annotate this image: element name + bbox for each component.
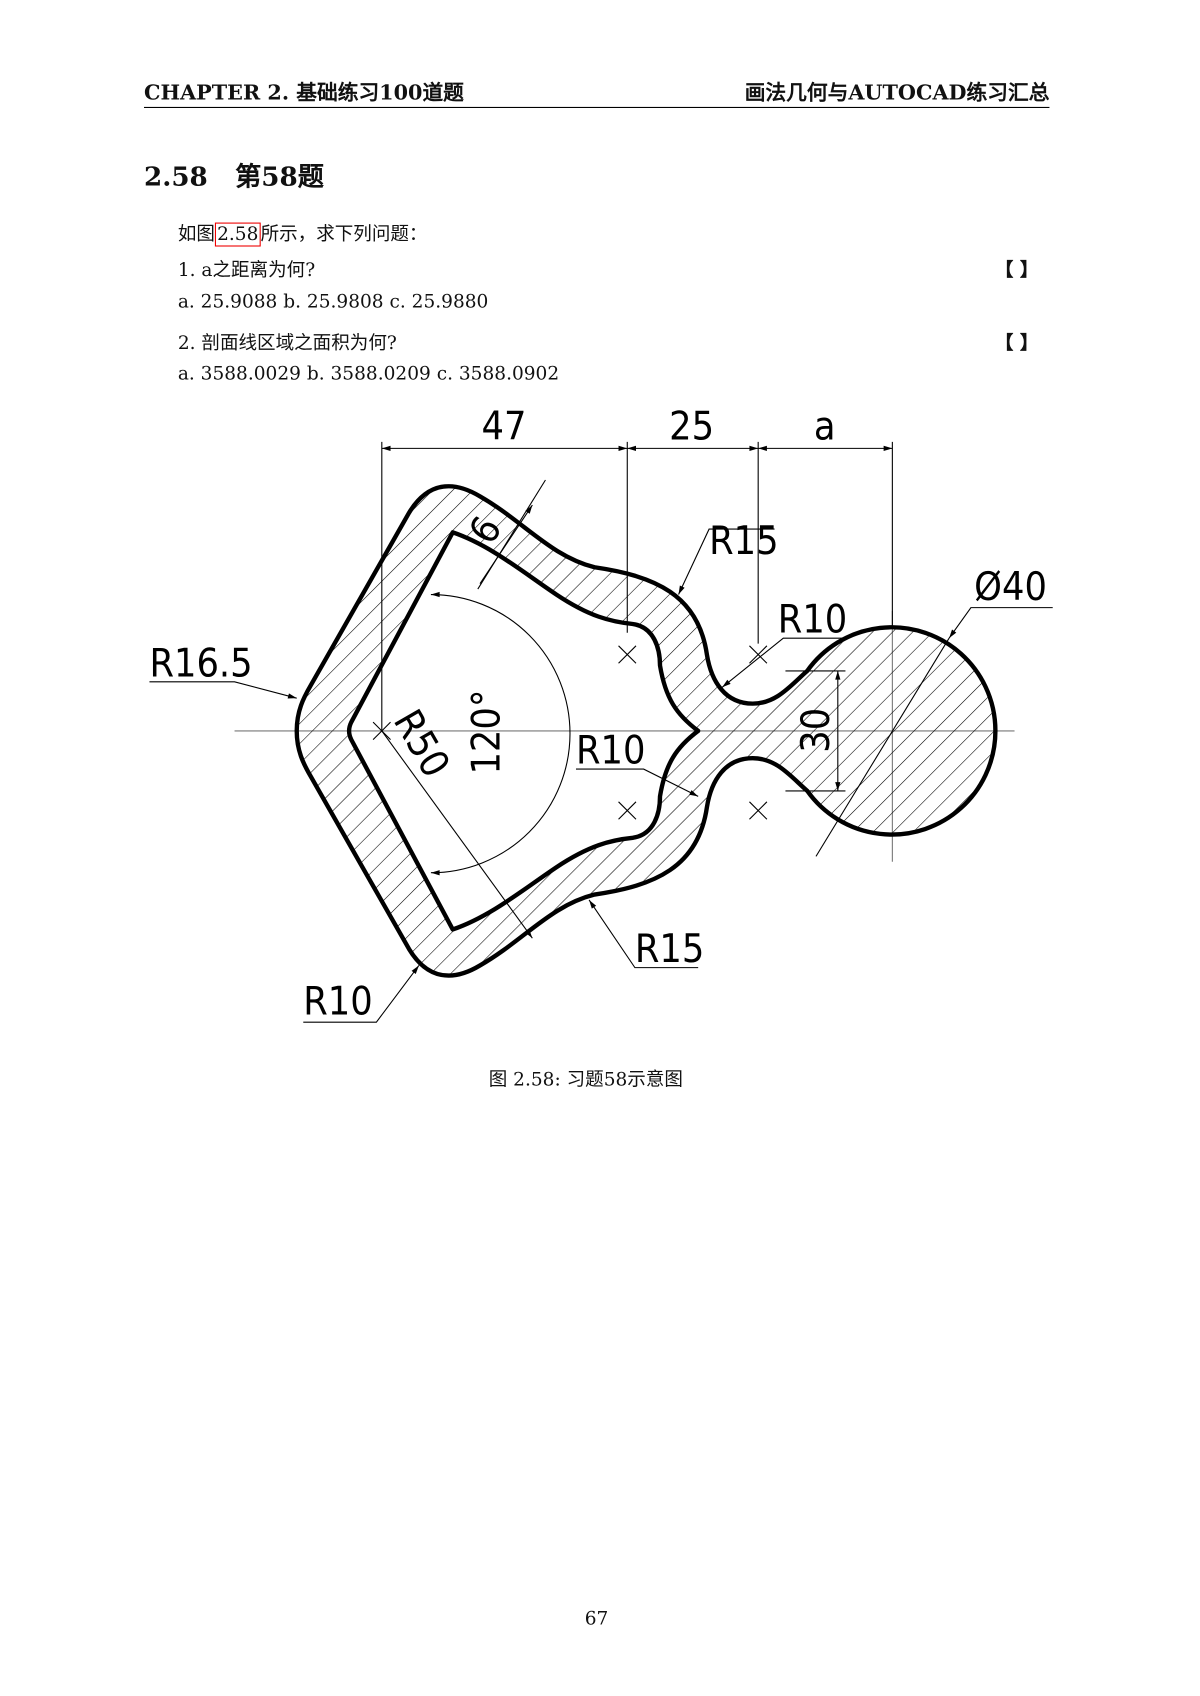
header-rule bbox=[143, 106, 1050, 108]
technical-drawing: 47 25 a R15 R10 Ø40 R16.5 R10 R15 R10 R5… bbox=[149, 405, 1053, 1025]
dim-r10-mid: R10 bbox=[576, 729, 645, 774]
dim-r15-bottom: R15 bbox=[635, 927, 704, 972]
answer-bracket-1: 【 】 bbox=[994, 259, 1039, 282]
page-number: 67 bbox=[584, 1607, 609, 1630]
question-1: 1. a之距离为何? bbox=[177, 259, 316, 282]
section-title: 第58题 bbox=[235, 160, 324, 192]
dim-angle-120: 120° bbox=[465, 689, 510, 774]
header-chapter: CHAPTER 2. 基础练习100道题 bbox=[143, 80, 464, 105]
hatched-section bbox=[294, 484, 998, 978]
answer-bracket-2: 【 】 bbox=[994, 332, 1039, 355]
dim-r10-bottom: R10 bbox=[303, 980, 372, 1025]
question-2-options: a. 3588.0029 b. 3588.0209 c. 3588.0902 bbox=[177, 363, 560, 386]
dim-r16-5: R16.5 bbox=[149, 641, 252, 686]
section-number: 2.58 bbox=[143, 160, 208, 192]
dim-r15-top: R15 bbox=[709, 519, 778, 564]
intro-after: 所示，求下列问题： bbox=[260, 223, 428, 246]
dim-47: 47 bbox=[482, 405, 527, 450]
section-heading: 2.58 第58题 bbox=[144, 155, 324, 193]
dim-diameter-40: Ø40 bbox=[974, 565, 1047, 610]
question-1-options: a. 25.9088 b. 25.9808 c. 25.9880 bbox=[177, 291, 489, 314]
dim-r50: R50 bbox=[384, 702, 458, 785]
center-marks bbox=[372, 645, 768, 820]
dim-30: 30 bbox=[794, 708, 839, 753]
dim-a: a bbox=[814, 405, 836, 450]
intro-before: 如图 bbox=[177, 223, 215, 246]
dim-r10-top: R10 bbox=[778, 598, 847, 643]
header-book-title: 画法几何与AUTOCAD练习汇总 bbox=[744, 80, 1050, 105]
question-2: 2. 剖面线区域之面积为何? bbox=[177, 332, 397, 355]
dim-25: 25 bbox=[669, 405, 714, 450]
figure-ref-link[interactable]: 2.58 bbox=[214, 222, 261, 247]
dimension-lines bbox=[149, 441, 1053, 1023]
figure-caption: 图 2.58: 习题58示意图 bbox=[488, 1069, 683, 1091]
